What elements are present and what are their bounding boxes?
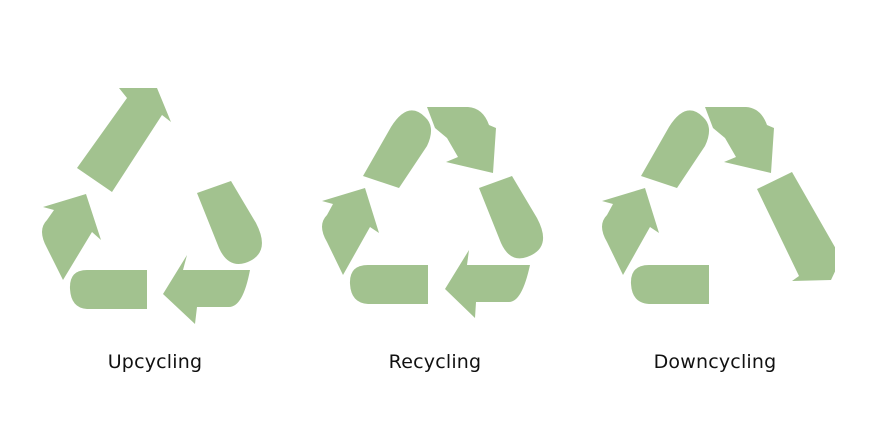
recycling-label: Recycling bbox=[388, 351, 482, 373]
recycling-right-segment bbox=[479, 176, 544, 259]
downcycling-bottom-segment bbox=[630, 265, 709, 304]
upcycling-up-arrow bbox=[77, 88, 171, 192]
downcycling-icon bbox=[595, 80, 835, 330]
downcycling-label: Downcycling bbox=[653, 351, 777, 373]
recycling-symbol-svg bbox=[322, 107, 544, 318]
upcycling-icon bbox=[35, 80, 275, 330]
downcycling-top-left-segment bbox=[641, 110, 710, 188]
downcycling-left-arrow bbox=[602, 188, 659, 275]
recycling-top-left-segment bbox=[363, 110, 432, 188]
upcycling-left-arrow bbox=[42, 194, 101, 280]
recycling-bottom-segment bbox=[349, 265, 428, 304]
upcycling-bottom-segment bbox=[69, 270, 147, 309]
recycling-icon bbox=[315, 80, 555, 330]
upcycling-label: Upcycling bbox=[107, 351, 203, 373]
downcycling-down-arrow bbox=[757, 172, 835, 281]
upcycling-right-segment bbox=[197, 181, 262, 264]
downcycling-symbol-svg bbox=[602, 107, 835, 304]
recycling-left-arrow bbox=[322, 188, 379, 275]
downcycling-top-arrow bbox=[705, 107, 774, 173]
recycling-bottom-arrow bbox=[445, 250, 530, 318]
recycling-top-arrow bbox=[427, 107, 496, 173]
upcycling-symbol-svg bbox=[42, 88, 262, 324]
upcycling-bottom-arrow bbox=[163, 255, 250, 324]
